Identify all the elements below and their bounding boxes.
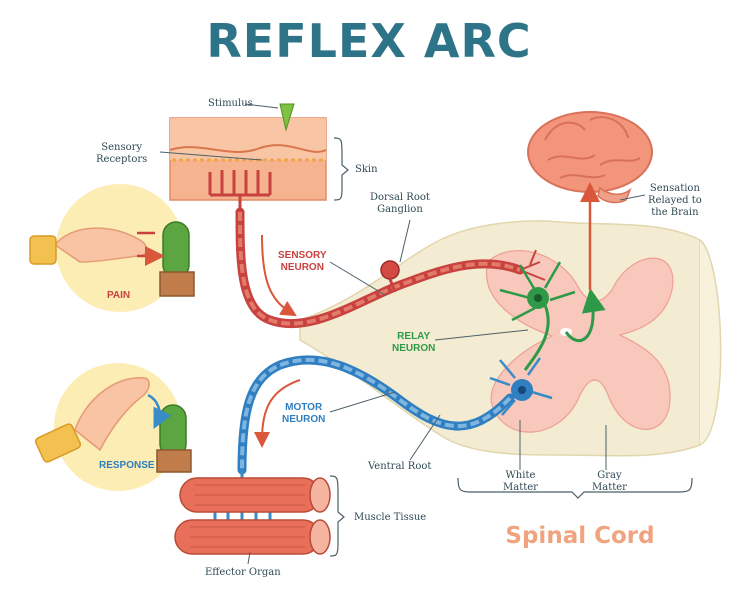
sensation-relayed-label: Sensation Relayed to the Brain: [648, 183, 702, 218]
dorsal-root-ganglion-label: Dorsal Root Ganglion: [370, 192, 430, 215]
sensory-neuron-label: SENSORY NEURON: [278, 250, 327, 273]
white-matter-label: White Matter: [503, 470, 538, 493]
relay-neuron: [499, 261, 606, 371]
motor-direction-arrow: [254, 379, 301, 448]
pain-circle: [29, 184, 195, 312]
sensory-receptors-label: Sensory Receptors: [96, 142, 148, 165]
skin-label: Skin: [355, 164, 378, 175]
skin-block: [169, 103, 327, 212]
skin-bracket: [333, 137, 349, 201]
stimulus-label: Stimulus: [208, 98, 253, 109]
motor-neuron-path: [213, 355, 553, 530]
relay-neuron-label: RELAY NEURON: [392, 331, 436, 354]
sensory-neuron-path: [235, 207, 546, 329]
spinal-cord-title: Spinal Cord: [505, 523, 655, 549]
effector-organ-label: Effector Organ: [205, 567, 281, 578]
ventral-root-label: Ventral Root: [368, 461, 432, 472]
spinal-cord-bracket: [457, 477, 693, 499]
gray-matter-label: Gray Matter: [592, 470, 627, 493]
spinal-cord: [299, 220, 722, 457]
response-label: RESPONSE: [99, 460, 155, 471]
response-circle: [34, 363, 192, 491]
brain-illustration: [527, 111, 653, 204]
pain-label: PAIN: [107, 290, 131, 301]
sensory-direction-arrow: [261, 234, 297, 317]
muscle-tissue-label: Muscle Tissue: [354, 512, 427, 523]
page-title: REFLEX ARC: [206, 14, 532, 68]
muscle-tissue: [174, 477, 331, 555]
motor-neuron-label: MOTOR NEURON: [282, 402, 326, 425]
muscle-bracket: [329, 475, 345, 557]
leader-lines: [159, 103, 646, 565]
